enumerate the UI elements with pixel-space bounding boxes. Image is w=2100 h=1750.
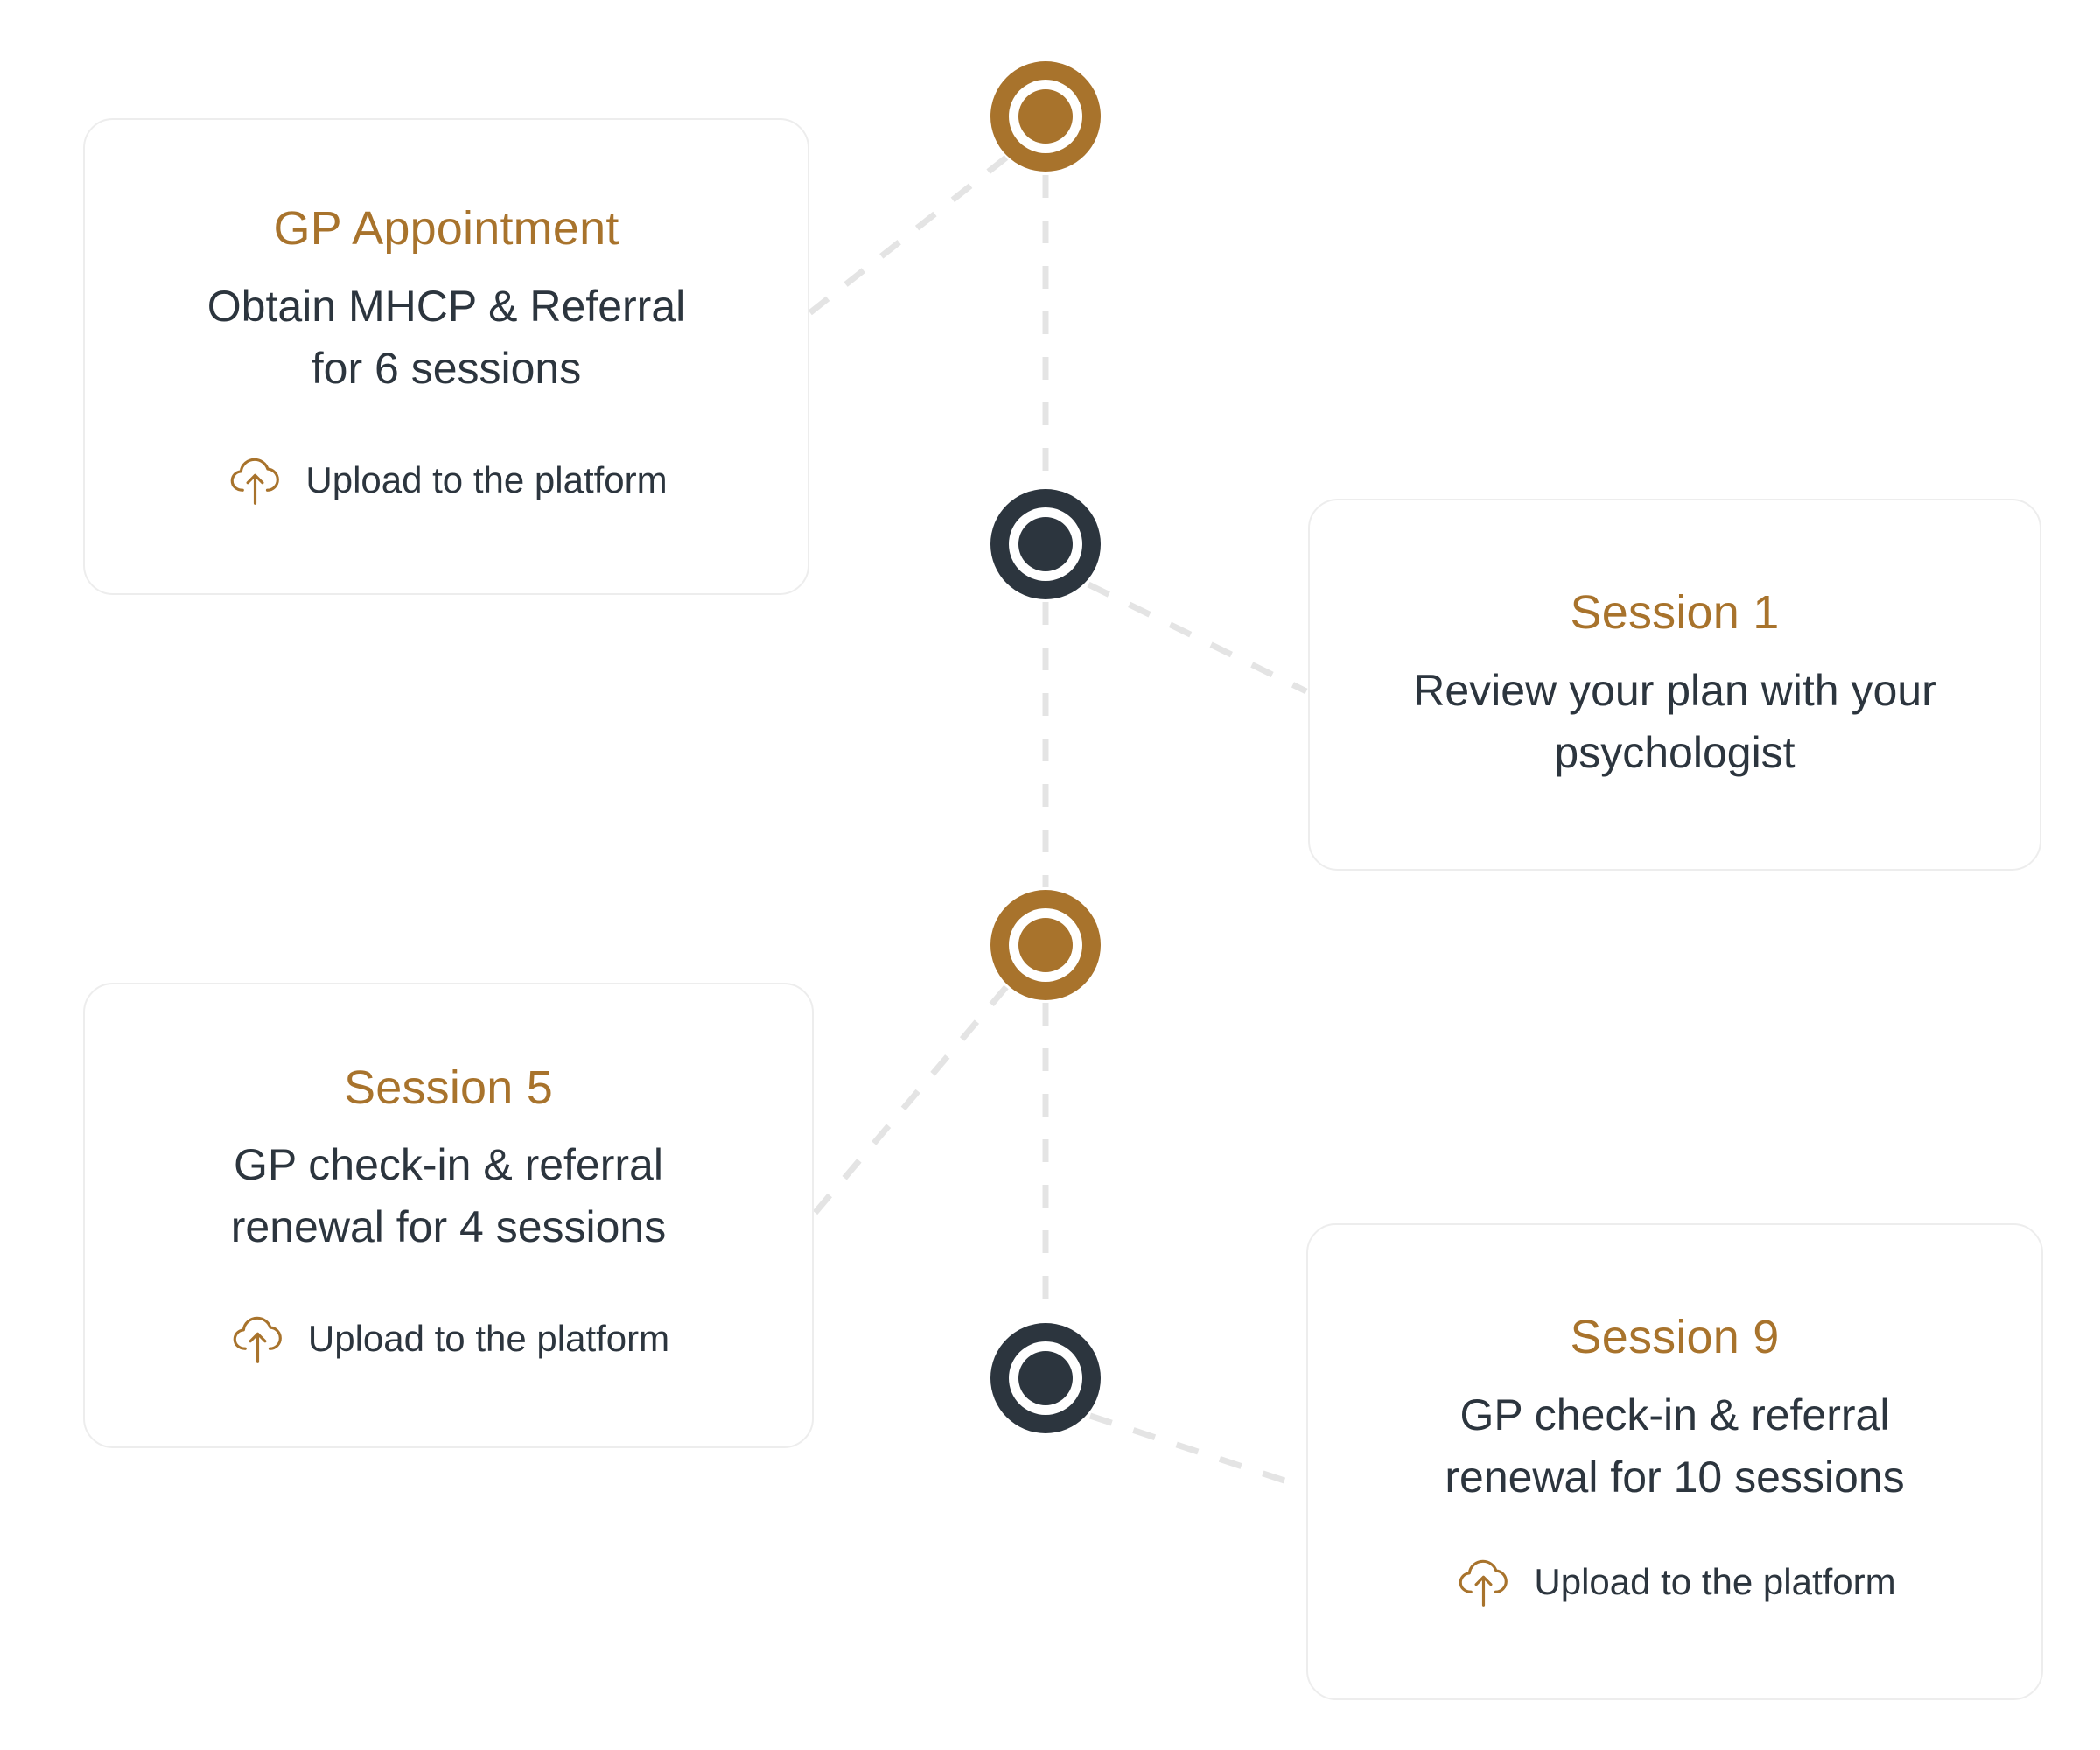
upload-label: Upload to the platform <box>305 458 668 500</box>
upload-label: Upload to the platform <box>1534 1560 1896 1602</box>
step-card-session-1[interactable]: Session 1 Review your plan with your psy… <box>1308 499 2041 871</box>
timeline-node-session-1[interactable] <box>990 489 1101 599</box>
step-title: Session 9 <box>1570 1311 1780 1364</box>
node-ring-gap <box>1009 508 1082 581</box>
node-core <box>1018 517 1073 571</box>
step-description-line-2: for 6 sessions <box>311 343 582 393</box>
step-description: Review your plan with your psychologist <box>1413 660 1936 784</box>
branch-node4-to-session9-card <box>1088 1412 1307 1491</box>
upload-action[interactable]: Upload to the platform <box>228 1307 669 1370</box>
step-description-line-2: renewal for 10 sessions <box>1445 1452 1905 1502</box>
step-description-line-1: GP check-in & referral <box>1460 1390 1890 1439</box>
step-description: Obtain MHCP & Referral for 6 sessions <box>207 276 685 400</box>
step-card-gp-appointment[interactable]: GP Appointment Obtain MHCP & Referral fo… <box>83 118 809 595</box>
step-title: Session 1 <box>1570 586 1780 640</box>
node-core <box>1018 1351 1073 1405</box>
step-description: GP check-in & referral renewal for 10 se… <box>1445 1384 1904 1508</box>
branch-node2-to-session1-card <box>1087 581 1308 695</box>
cloud-upload-icon <box>231 458 280 505</box>
cloud-upload-icon <box>233 1316 282 1363</box>
timeline-node-session-5[interactable] <box>990 890 1101 1000</box>
upload-label: Upload to the platform <box>307 1318 670 1360</box>
node-core <box>1018 918 1073 972</box>
step-title: Session 5 <box>344 1060 553 1114</box>
branch-node1-to-gp-card <box>807 155 1009 316</box>
upload-action[interactable]: Upload to the platform <box>1453 1550 1896 1614</box>
timeline-node-gp-appointment[interactable] <box>990 61 1101 172</box>
node-ring-gap <box>1009 908 1082 982</box>
node-core <box>1018 89 1073 144</box>
step-title: GP Appointment <box>273 202 620 256</box>
step-description-line-2: psychologist <box>1554 727 1796 777</box>
step-description: GP check-in & referral renewal for 4 ses… <box>231 1134 666 1258</box>
step-description-line-1: Obtain MHCP & Referral <box>206 281 686 331</box>
upload-action[interactable]: Upload to the platform <box>225 449 668 512</box>
step-card-session-9[interactable]: Session 9 GP check-in & referral renewal… <box>1306 1223 2043 1700</box>
cloud-upload-icon <box>1460 1559 1508 1606</box>
node-ring-gap <box>1009 80 1082 153</box>
step-card-session-5[interactable]: Session 5 GP check-in & referral renewal… <box>83 983 814 1448</box>
step-description-line-1: GP check-in & referral <box>234 1140 663 1190</box>
timeline-node-session-9[interactable] <box>990 1323 1101 1433</box>
step-description-line-2: renewal for 4 sessions <box>230 1202 667 1252</box>
step-description-line-1: Review your plan with your <box>1413 665 1936 715</box>
branch-node3-to-session5-card <box>809 984 1009 1219</box>
node-ring-gap <box>1009 1341 1082 1415</box>
